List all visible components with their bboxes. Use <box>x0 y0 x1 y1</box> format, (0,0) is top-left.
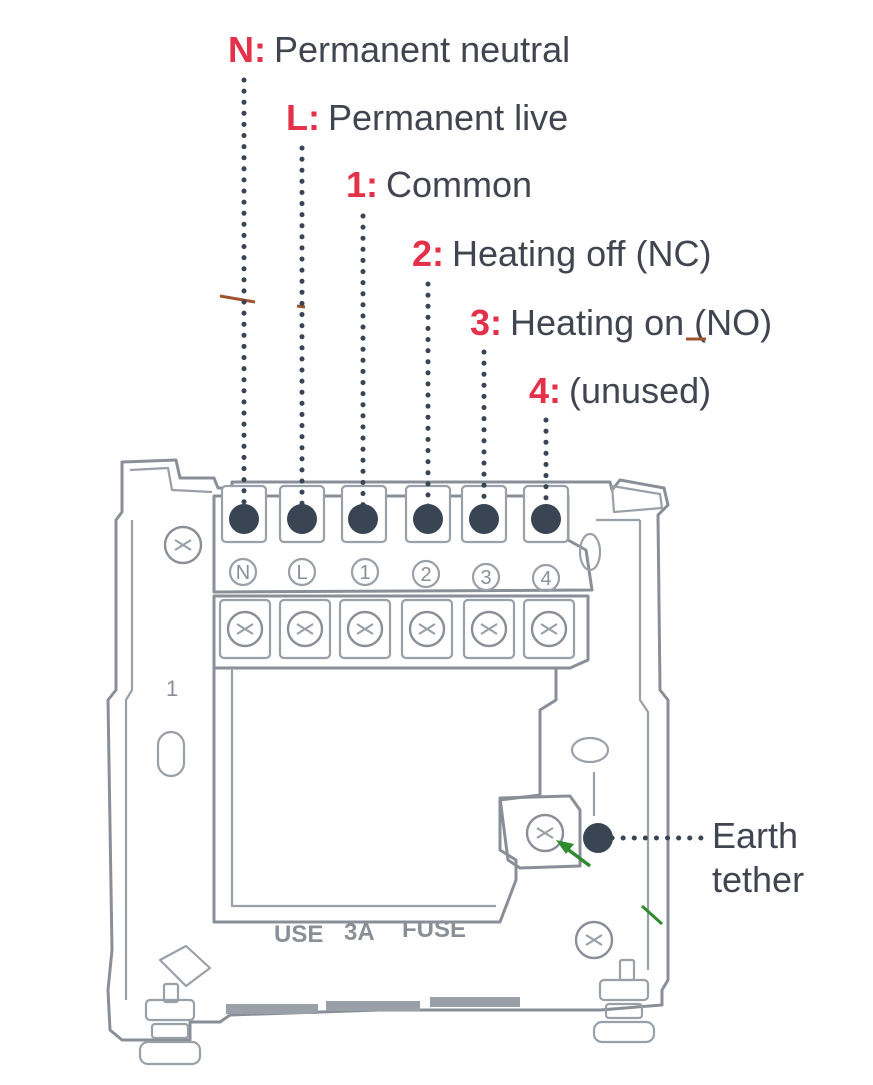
brown-tick-mark <box>219 294 256 304</box>
dot-l <box>287 504 317 534</box>
symbol-2: 2 <box>420 564 431 586</box>
bottom-bar-right <box>430 997 520 1007</box>
green-tick-mark <box>640 904 664 926</box>
symbol-l: L <box>296 562 307 584</box>
label-l-key: L: <box>286 97 320 138</box>
symbol-3: 3 <box>480 567 491 589</box>
label-4-desc: (unused) <box>569 370 711 411</box>
label-4-key: 4: <box>529 370 561 411</box>
label-2-desc: Heating off (NC) <box>452 233 711 274</box>
symbol-4: 4 <box>540 568 551 590</box>
green-arrow-icon <box>556 840 592 868</box>
fuse-use-text: USE <box>274 921 323 948</box>
label-1: 1:Common <box>346 164 532 205</box>
fuse-rating-text: 3A <box>344 919 375 946</box>
dot-earth <box>583 823 613 853</box>
terminal-windows <box>220 484 570 544</box>
brown-tick-mark-small <box>296 304 306 309</box>
backplate: N L 1 2 3 4 <box>106 458 670 1066</box>
label-1-key: 1: <box>346 164 378 205</box>
label-3-key: 3: <box>470 302 502 343</box>
bottom-bar-mid <box>326 1001 420 1011</box>
symbol-1: 1 <box>359 562 370 584</box>
leader-lines <box>241 77 711 841</box>
symbol-n: N <box>236 562 250 584</box>
bottom-feet <box>138 958 656 1066</box>
label-4: 4:(unused) <box>529 370 711 411</box>
bottom-bar-left <box>226 1004 318 1014</box>
label-n: N:Permanent neutral <box>228 29 570 70</box>
connector-dots <box>229 504 613 853</box>
dot-4 <box>531 504 561 534</box>
label-1-desc: Common <box>386 164 532 205</box>
terminal-screws <box>218 598 576 660</box>
label-3-desc: Heating on (NO) <box>510 302 772 343</box>
earth-label-line1: Earth <box>712 815 798 856</box>
dot-3 <box>469 504 499 534</box>
dot-1 <box>348 504 378 534</box>
earth-label-line2: tether <box>712 859 804 900</box>
label-2-key: 2: <box>412 233 444 274</box>
terminal-labels: N:Permanent neutral L:Permanent live 1:C… <box>228 29 772 411</box>
label-n-desc: Permanent neutral <box>274 29 570 70</box>
label-l-desc: Permanent live <box>328 97 568 138</box>
dot-2 <box>413 504 443 534</box>
label-l: L:Permanent live <box>286 97 568 138</box>
terminal-symbols: N L 1 2 3 4 <box>228 557 561 593</box>
side-mark-text: 1 <box>166 676 178 701</box>
label-3: 3:Heating on (NO) <box>470 302 772 343</box>
fuse-word-text: FUSE <box>402 916 466 943</box>
label-n-key: N: <box>228 29 266 70</box>
label-2: 2:Heating off (NC) <box>412 233 711 274</box>
dot-n <box>229 504 259 534</box>
